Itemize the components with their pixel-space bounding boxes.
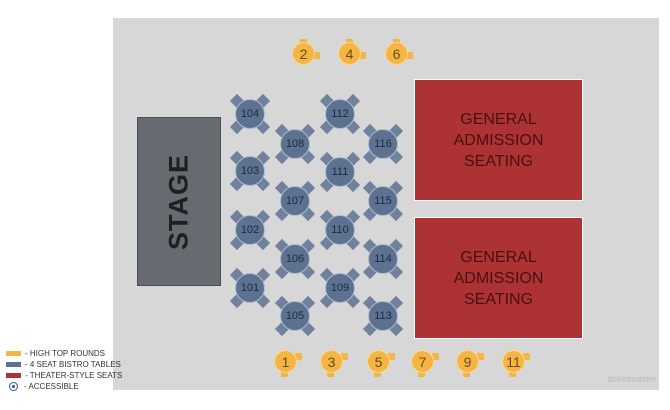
table-number: 112	[325, 99, 355, 129]
legend-swatch	[6, 351, 21, 356]
legend: - HIGH TOP ROUNDS - 4 SEAT BISTRO TABLES…	[6, 348, 122, 392]
bistro-table[interactable]: 110	[319, 209, 361, 251]
ga-label: GENERAL ADMISSION SEATING	[454, 247, 544, 310]
table-number: 114	[368, 244, 398, 274]
bistro-table[interactable]: 116	[362, 123, 404, 165]
bistro-table[interactable]: 105	[274, 295, 316, 337]
table-number: 105	[280, 301, 310, 331]
bistro-table[interactable]: 111	[319, 151, 361, 193]
table-number: 108	[280, 129, 310, 159]
table-number: 5	[367, 350, 390, 373]
stool	[432, 353, 439, 360]
table-number: 1	[274, 350, 297, 373]
high-top-table[interactable]: 3	[317, 347, 351, 377]
table-number: 11	[502, 350, 525, 373]
stool	[477, 353, 484, 360]
stool	[509, 370, 516, 377]
bistro-table[interactable]: 112	[319, 93, 361, 135]
ga-label-line: SEATING	[463, 290, 534, 308]
high-top-table[interactable]: 4	[335, 39, 369, 69]
high-top-table[interactable]: 2	[289, 39, 323, 69]
ga-label-line: ADMISSION	[453, 131, 544, 149]
bistro-table[interactable]: 113	[362, 295, 404, 337]
ga-label: GENERAL ADMISSION SEATING	[454, 109, 544, 172]
high-top-table[interactable]: 7	[408, 347, 442, 377]
table-number: 107	[280, 186, 310, 216]
table-number: 102	[235, 215, 265, 245]
bistro-table[interactable]: 101	[229, 267, 271, 309]
stool	[359, 52, 366, 59]
legend-label: - ACCESSIBLE	[24, 382, 79, 391]
high-top-table[interactable]: 9	[453, 347, 487, 377]
stool	[327, 370, 334, 377]
high-top-table[interactable]: 5	[364, 347, 398, 377]
stool	[523, 353, 530, 360]
ga-label-line: GENERAL	[460, 110, 537, 128]
bistro-table[interactable]: 108	[274, 123, 316, 165]
stage: STAGE	[137, 117, 221, 286]
table-number: 9	[456, 350, 479, 373]
table-number: 3	[320, 350, 343, 373]
legend-swatch	[6, 362, 21, 367]
stool	[406, 52, 413, 59]
table-number: 109	[325, 273, 355, 303]
high-top-table[interactable]: 6	[382, 39, 416, 69]
stool	[463, 370, 470, 377]
stool	[418, 370, 425, 377]
legend-item-theater: - THEATER-STYLE SEATS	[6, 370, 122, 381]
table-number: 103	[235, 156, 265, 186]
table-number: 106	[280, 244, 310, 274]
ga-label-line: ADMISSION	[453, 269, 544, 287]
legend-swatch	[6, 373, 21, 378]
bistro-table[interactable]: 106	[274, 238, 316, 280]
table-number: 113	[368, 301, 398, 331]
bistro-table[interactable]: 103	[229, 150, 271, 192]
stool	[388, 353, 395, 360]
high-top-table[interactable]: 11	[499, 347, 533, 377]
table-number: 101	[235, 273, 265, 303]
legend-item-high-top: - HIGH TOP ROUNDS	[6, 348, 122, 359]
stool	[295, 353, 302, 360]
bistro-table[interactable]: 107	[274, 180, 316, 222]
legend-label: - HIGH TOP ROUNDS	[25, 349, 106, 358]
stool	[374, 370, 381, 377]
high-top-table[interactable]: 1	[271, 347, 305, 377]
table-number: 110	[325, 215, 355, 245]
table-number: 6	[385, 42, 408, 65]
ticketmaster-logo: ticketmaster	[608, 374, 657, 384]
legend-label: - 4 SEAT BISTRO TABLES	[25, 360, 121, 369]
bistro-table[interactable]: 114	[362, 238, 404, 280]
ga-label-line: GENERAL	[460, 248, 537, 266]
legend-item-accessible: - ACCESSIBLE	[6, 381, 122, 392]
legend-label: - THEATER-STYLE SEATS	[25, 371, 123, 380]
stool	[313, 52, 320, 59]
stool	[281, 370, 288, 377]
ga-label-line: SEATING	[463, 152, 534, 170]
bistro-table[interactable]: 109	[319, 267, 361, 309]
stool	[341, 353, 348, 360]
table-number: 104	[235, 99, 265, 129]
table-number: 111	[325, 157, 355, 187]
table-number: 116	[368, 129, 398, 159]
table-number: 2	[292, 42, 315, 65]
accessible-icon	[9, 382, 18, 391]
bistro-table[interactable]: 115	[362, 180, 404, 222]
bistro-table[interactable]: 104	[229, 93, 271, 135]
table-number: 7	[411, 350, 434, 373]
table-number: 115	[368, 186, 398, 216]
ga-section-upper[interactable]: GENERAL ADMISSION SEATING	[414, 79, 583, 201]
table-number: 4	[338, 42, 361, 65]
legend-item-bistro: - 4 SEAT BISTRO TABLES	[6, 359, 122, 370]
stage-label: STAGE	[163, 153, 194, 250]
bistro-table[interactable]: 102	[229, 209, 271, 251]
ga-section-lower[interactable]: GENERAL ADMISSION SEATING	[414, 217, 583, 339]
